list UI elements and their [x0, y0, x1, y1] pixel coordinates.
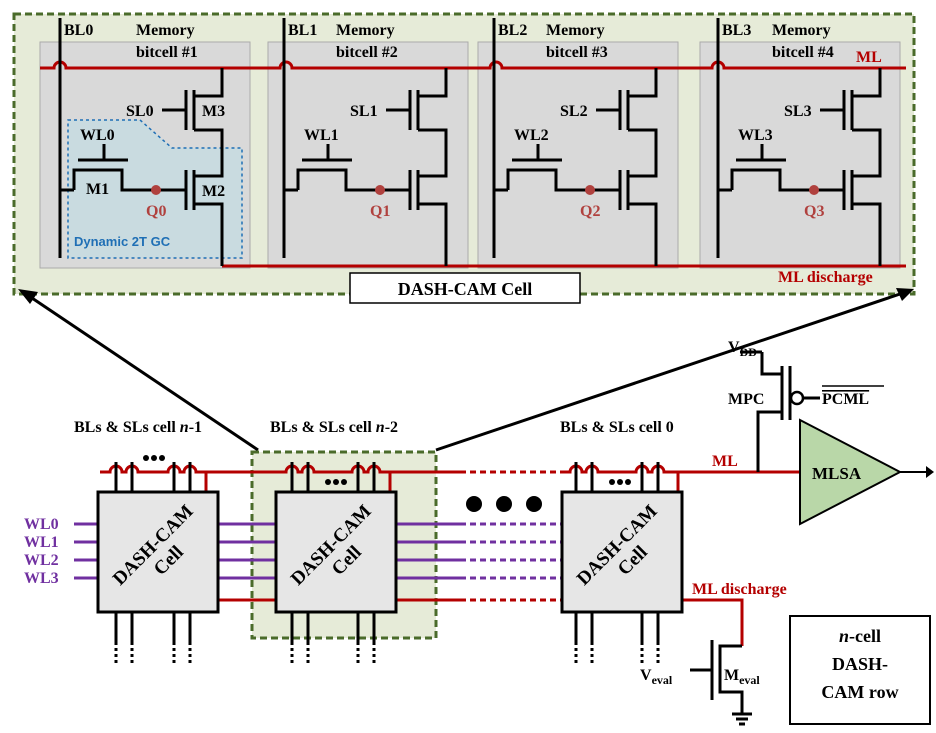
bitcell-box-4	[699, 41, 901, 269]
veval-label: Veval	[640, 667, 673, 687]
col-label-n-2: BLs & SLs cell n-2	[270, 419, 398, 436]
sl1-label: SL1	[350, 103, 378, 120]
meval-label: Meval	[724, 667, 760, 687]
right-zoom-arrow	[435, 290, 907, 452]
wl3-row-label: WL3	[24, 570, 59, 587]
ml-discharge-row-label: ML discharge	[692, 581, 787, 598]
bitcell-3-label-line1: Memory	[546, 22, 605, 39]
m2-label: M2	[202, 183, 225, 200]
bl1-label: BL1	[288, 22, 317, 39]
q3-label: Q3	[804, 203, 824, 220]
bitcell-circuit-2	[282, 18, 448, 266]
mlsa-label: MLSA	[812, 464, 862, 483]
ellipsis-dots-large	[466, 496, 542, 512]
bitcell-box-3	[477, 41, 679, 269]
bitcell-1-label-line2: bitcell #1	[136, 44, 198, 61]
pcml-label: PCML	[822, 391, 869, 408]
wl2-row-label: WL2	[24, 552, 59, 569]
row-caption-line2: DASH-	[832, 654, 888, 674]
row-caption-box	[789, 615, 931, 725]
ml-line-row-3	[560, 464, 800, 474]
bl0-label: BL0	[64, 22, 93, 39]
bitcell-1-label-line1: Memory	[136, 22, 195, 39]
bitcell-4-label-line2: bitcell #4	[772, 44, 834, 61]
bl2-label: BL2	[498, 22, 527, 39]
mpc-label: MPC	[728, 391, 764, 408]
q0-label: Q0	[146, 203, 166, 220]
dash-cam-cell-title-box	[349, 272, 581, 304]
dash-cam-block-0: DASH-CAM Cell	[560, 490, 684, 614]
bl-sl-stub-dashes	[114, 642, 660, 664]
q1-label: Q1	[370, 203, 390, 220]
wl-lines-dashed	[460, 522, 562, 580]
row-caption-line3: CAM row	[821, 682, 898, 702]
bitcell-circuit-1	[58, 18, 224, 266]
dynamic-2t-gc-label: Dynamic 2T GC	[74, 234, 171, 249]
wl0-cell-label: WL0	[80, 127, 115, 144]
sl3-label: SL3	[784, 103, 812, 120]
bitcell-2-label-line2: bitcell #2	[336, 44, 398, 61]
wl3-cell-label: WL3	[738, 127, 773, 144]
m1-label: M1	[86, 181, 109, 198]
ml-cell-label: ML	[856, 49, 882, 66]
vdd-label: VDD	[728, 339, 757, 359]
wl-lines	[74, 522, 460, 580]
ml-line-row-1	[100, 464, 250, 474]
bitcell-circuit-3	[492, 18, 658, 266]
bitcell-circuit-4	[716, 18, 882, 266]
bitcell-3-label-line2: bitcell #3	[546, 44, 608, 61]
sl2-label: SL2	[560, 103, 588, 120]
ml-row-label: ML	[712, 453, 738, 470]
meval-transistor	[690, 640, 752, 726]
mpc-gate-bubble	[789, 390, 805, 406]
bitcell-4-label-line1: Memory	[772, 22, 831, 39]
right-arrow-head	[896, 288, 914, 301]
m3-label: M3	[202, 103, 225, 120]
col-label-n-1: BLs & SLs cell n-1	[74, 419, 202, 436]
bitcell-2-label-line1: Memory	[336, 22, 395, 39]
wl1-cell-label: WL1	[304, 127, 339, 144]
row-caption-line1: n-cell	[839, 626, 881, 646]
dash-cam-block-n-2: DASH-CAM Cell	[274, 490, 398, 614]
bitcell-box-2	[267, 41, 469, 269]
wl2-cell-label: WL2	[514, 127, 549, 144]
bl3-label: BL3	[722, 22, 751, 39]
ml-discharge-cell-label: ML discharge	[778, 269, 873, 286]
wl0-row-label: WL0	[24, 516, 59, 533]
bl-sl-stubs	[114, 462, 660, 642]
col-label-0: BLs & SLs cell 0	[560, 419, 674, 436]
dash-cam-block-n-1: DASH-CAM Cell	[96, 490, 220, 614]
mpc-transistor	[756, 352, 820, 472]
sl0-label: SL0	[126, 103, 154, 120]
mlsa-amplifier	[799, 418, 903, 526]
left-arrow-head	[18, 289, 38, 304]
q2-label: Q2	[580, 203, 600, 220]
ml-line-cell	[40, 60, 906, 70]
ellipsis-dots-small	[143, 455, 631, 485]
left-zoom-arrow	[25, 292, 259, 452]
mlsa-output-arrow	[926, 466, 934, 478]
ml-line-row-2	[250, 464, 460, 474]
dash-cam-cell-title: DASH-CAM Cell	[398, 279, 532, 299]
wl1-row-label: WL1	[24, 534, 59, 551]
ml-discharge-row-line	[680, 598, 744, 646]
